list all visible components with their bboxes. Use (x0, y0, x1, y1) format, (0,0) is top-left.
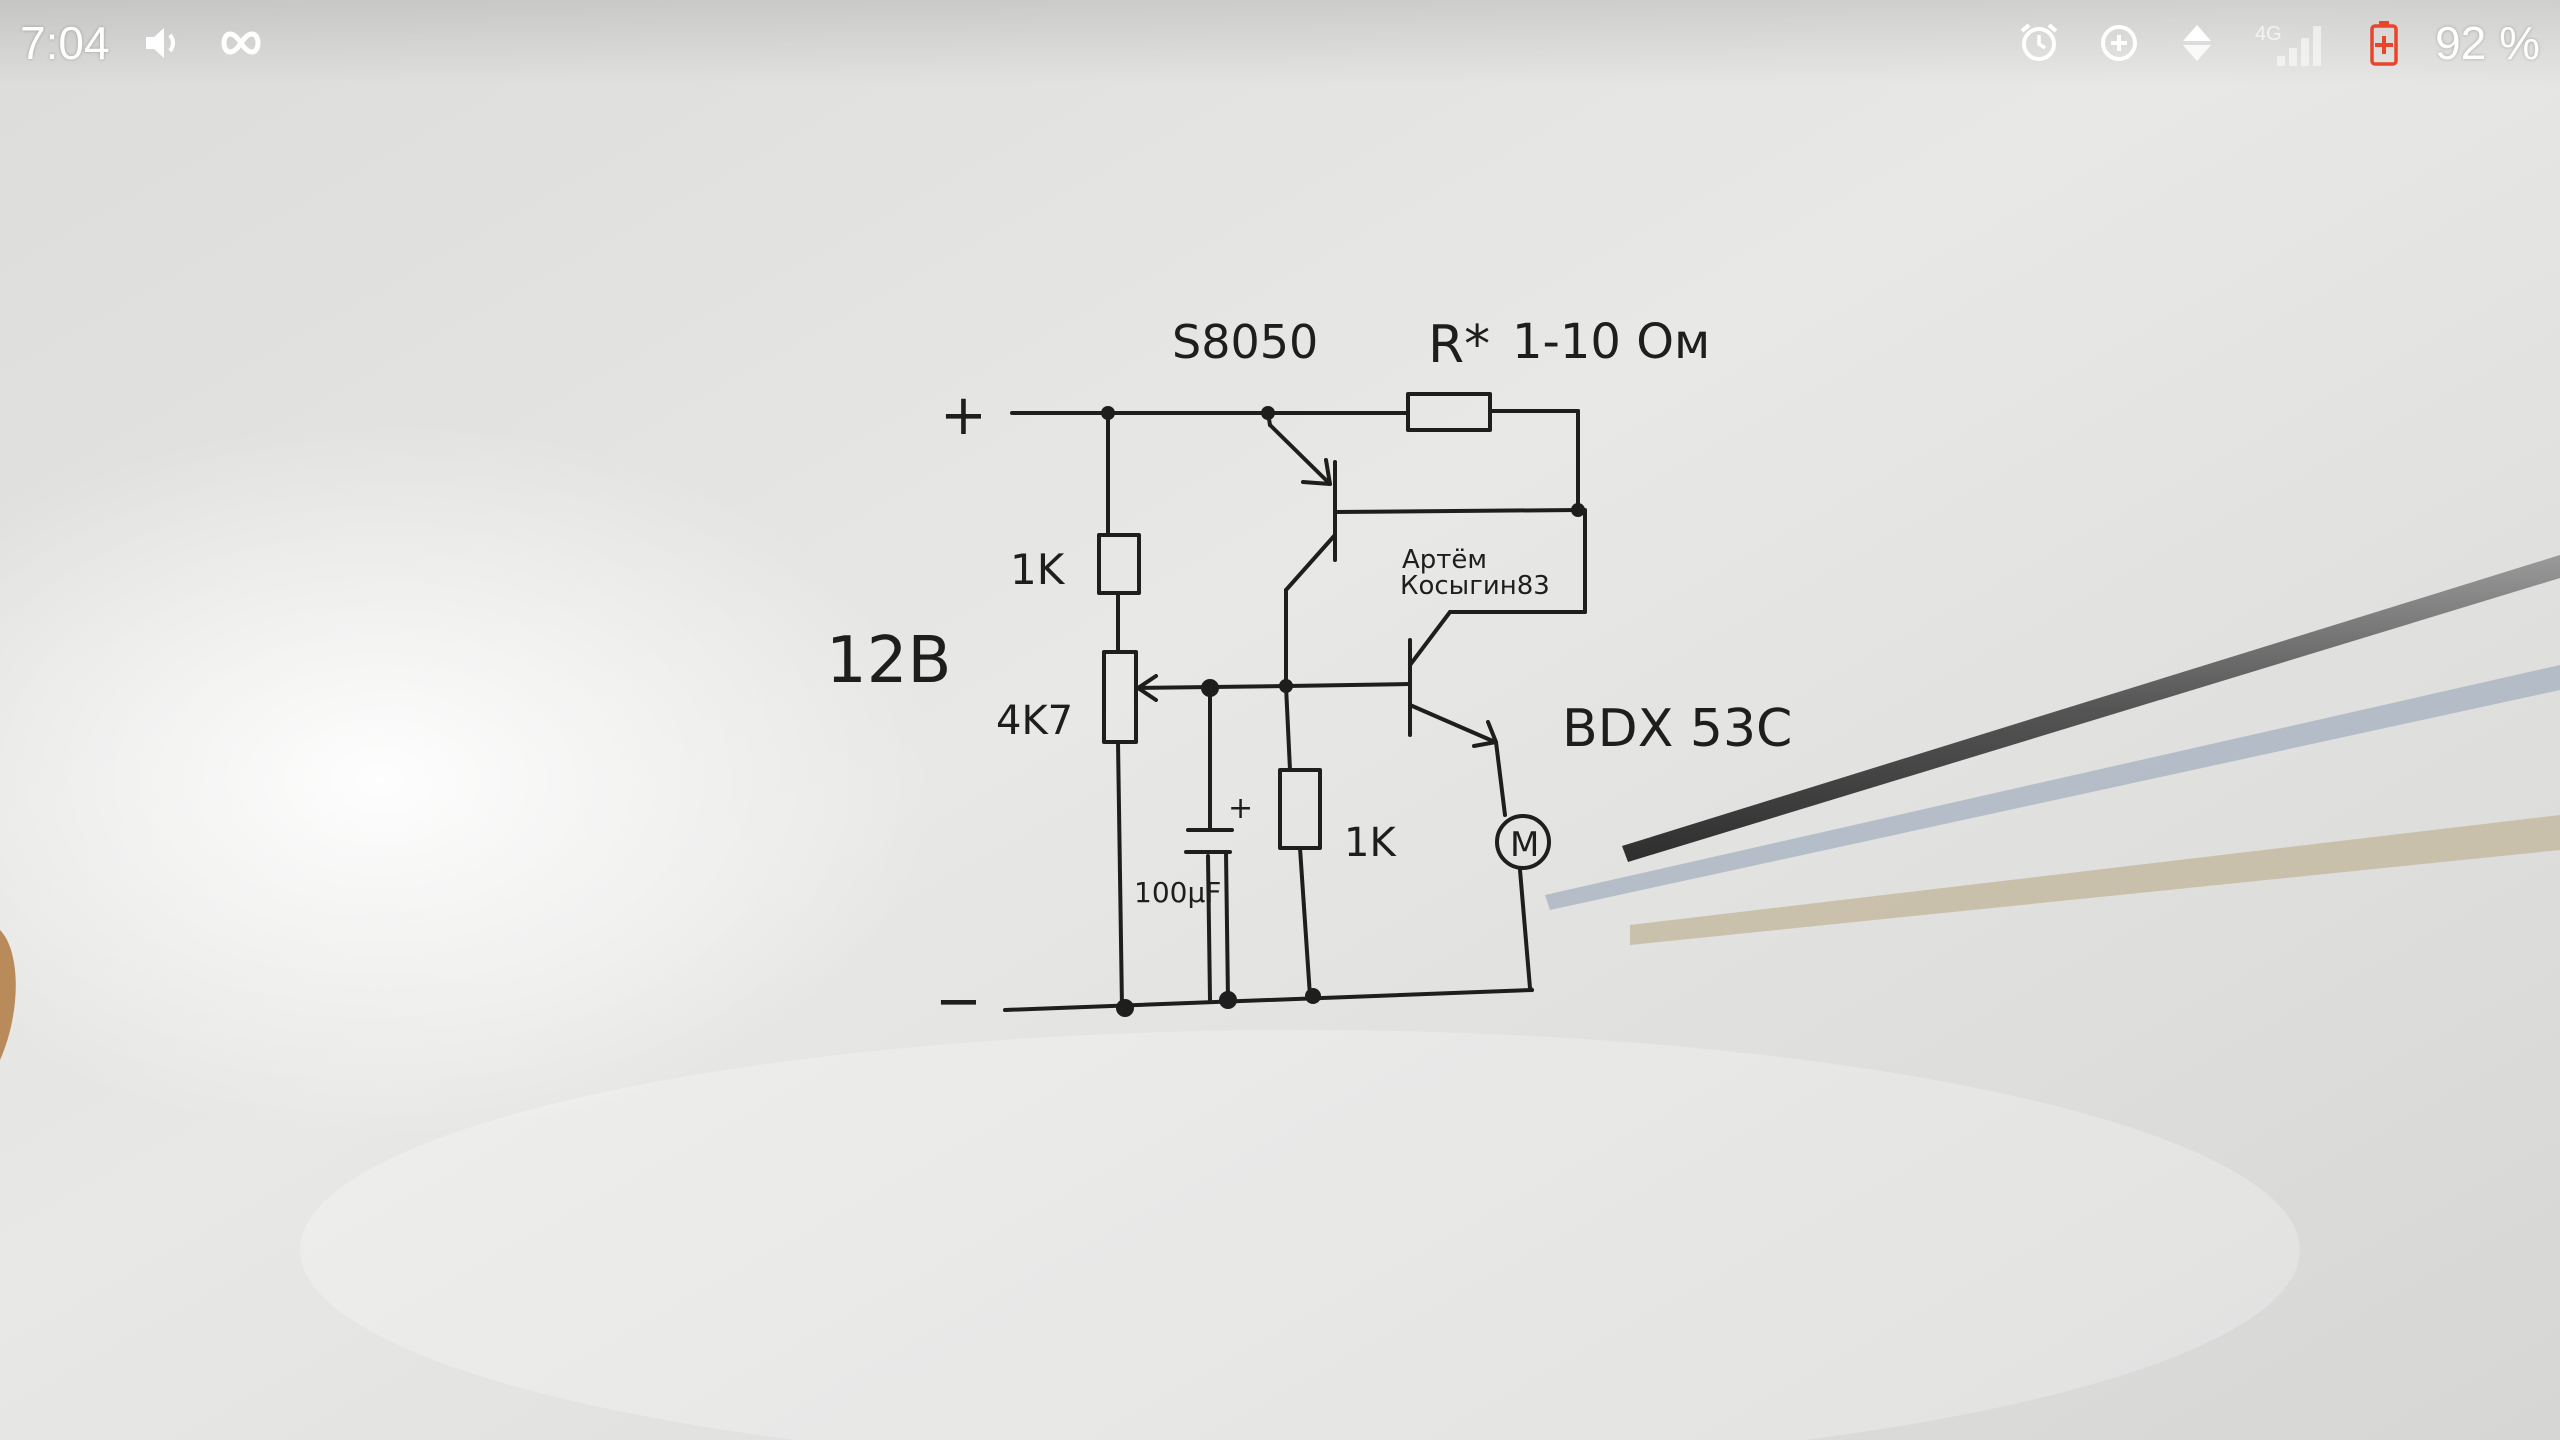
network-type-label: 4G (2255, 23, 2282, 45)
light-glare (0, 420, 940, 1140)
infinity-icon (218, 28, 264, 58)
label-resistor-series-name: R* (1428, 315, 1490, 375)
pointer-rod (1622, 555, 2560, 862)
motor (1495, 814, 1551, 870)
label-transistor-power: BDX 53C (1562, 699, 1792, 759)
label-supply-voltage: 12B (826, 624, 951, 698)
data-saver-icon (2097, 21, 2141, 65)
label-resistor-top: 1K (1010, 545, 1066, 594)
battery-icon (2369, 19, 2399, 67)
label-plus-terminal: + (940, 383, 987, 448)
label-motor-symbol: M (1510, 825, 1539, 865)
label-transistor-small: S8050 (1172, 315, 1318, 369)
label-author-line1: Артём (1402, 545, 1487, 575)
label-potentiometer: 4K7 (996, 698, 1073, 744)
status-bar: 7:04 (0, 0, 2560, 86)
battery-percent: 92 % (2435, 17, 2540, 69)
fingertip (0, 930, 16, 1060)
data-arrows-icon (2177, 21, 2217, 65)
label-capacitor-polarity: + (1228, 791, 1253, 826)
rod-shadow-blue (1545, 665, 2560, 910)
label-resistor-series-value: 1-10 Ом (1512, 314, 1710, 370)
rod-shadow-tan (1630, 815, 2560, 945)
label-capacitor: 100µF (1134, 876, 1221, 909)
status-time: 7:04 (20, 17, 110, 69)
junction-dots (1101, 406, 1585, 1017)
signal-icon: 4G (2253, 18, 2333, 68)
label-minus-terminal: − (935, 969, 982, 1034)
label-author-line2: Косыгин83 (1400, 571, 1550, 601)
volume-icon (142, 23, 186, 63)
alarm-icon (2017, 21, 2061, 65)
label-resistor-bottom: 1K (1344, 820, 1397, 866)
